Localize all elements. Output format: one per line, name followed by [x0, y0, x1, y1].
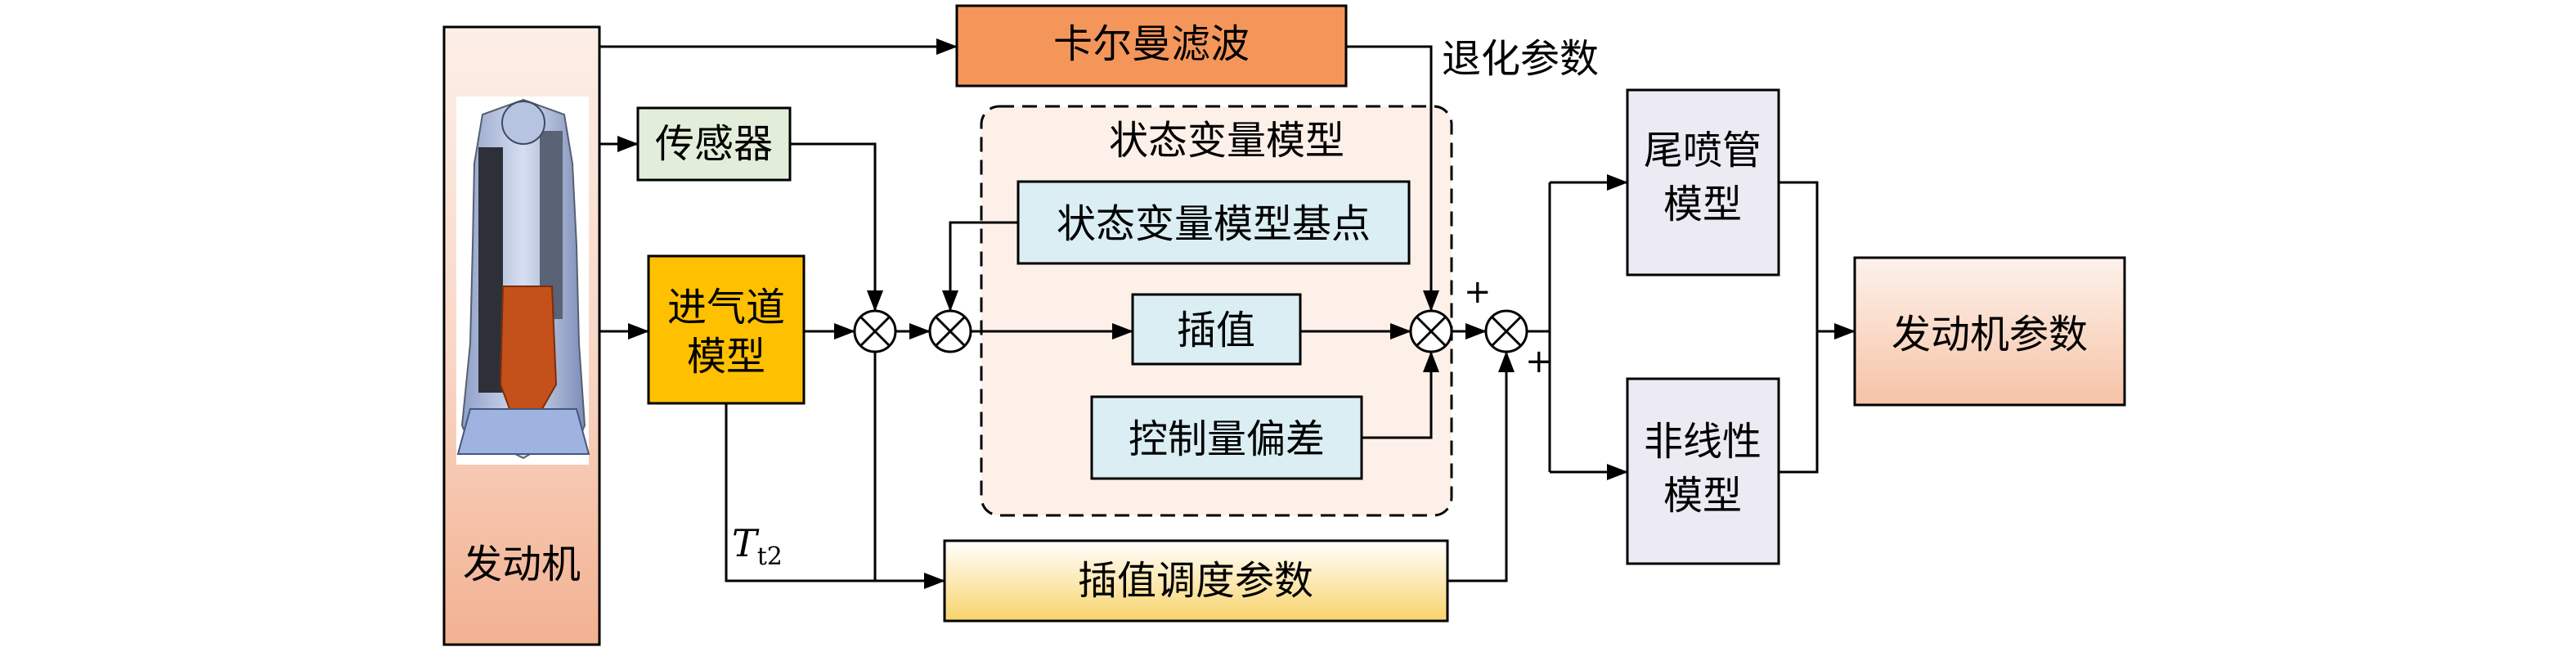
summing-junction-1	[853, 309, 897, 353]
control-deviation-label: 控制量偏差	[1129, 416, 1325, 462]
plus-sign-top: +	[1464, 273, 1492, 311]
interpolation-label: 插值	[1177, 308, 1255, 353]
nonlinear-model-block	[1626, 377, 1780, 565]
summing-junction-4	[1484, 309, 1528, 353]
nozzle-model-label-line1: 尾喷管	[1644, 128, 1761, 173]
plus-sign-bottom: +	[1525, 343, 1553, 380]
schedule-params-block	[943, 539, 1449, 623]
tt2-label: Tt2	[732, 521, 783, 571]
degradation-params-label: 退化参数	[1442, 36, 1599, 82]
control-deviation-block	[1090, 395, 1363, 480]
connectors	[599, 38, 1856, 589]
state-variable-model-group-label: 状态变量模型	[1109, 118, 1344, 164]
svm-base-point-block	[1016, 180, 1411, 265]
nozzle-model-label-line2: 模型	[1663, 182, 1742, 227]
schedule-params-label: 插值调度参数	[1078, 558, 1313, 604]
svm-base-point-label: 状态变量模型基点	[1057, 201, 1371, 247]
interpolation-block	[1131, 293, 1302, 366]
engine-params-output-block	[1853, 256, 2126, 407]
nonlinear-model-label-line2: 模型	[1663, 473, 1742, 519]
summing-junction-2	[928, 309, 972, 353]
inlet-model-label-line1: 进气道	[667, 285, 785, 330]
engine-params-output-label: 发动机参数	[1892, 312, 2088, 357]
engine-label: 发动机	[463, 542, 581, 587]
engine-illustration	[456, 97, 590, 465]
nonlinear-model-label-line1: 非线性	[1644, 419, 1761, 465]
sensor-label: 传感器	[655, 121, 773, 167]
summing-junction-3	[1409, 309, 1453, 353]
tt2-subscript: t2	[757, 542, 783, 571]
inlet-model-label-line2: 模型	[687, 334, 765, 380]
kalman-filter-label: 卡尔曼滤波	[1053, 21, 1250, 67]
inlet-model-block	[647, 254, 806, 405]
